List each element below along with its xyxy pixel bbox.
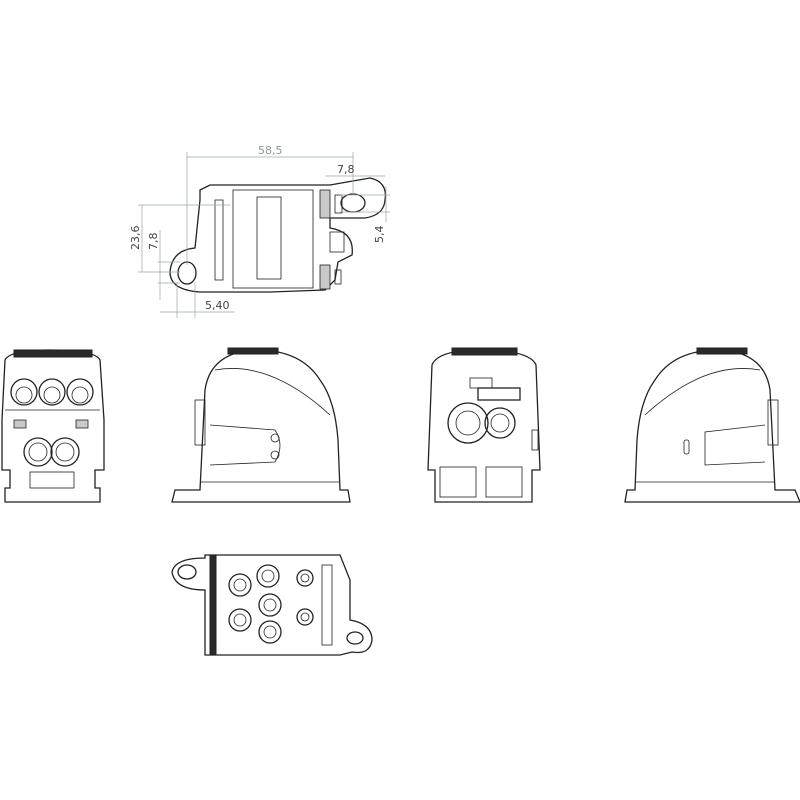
dim-right-hole-offset: 7,8 xyxy=(337,163,355,176)
dim-right-hole-height: 5,4 xyxy=(373,226,386,244)
dim-left-hole-width: 5,40 xyxy=(205,299,230,312)
dim-overall-length: 58,5 xyxy=(258,144,283,157)
rear-view xyxy=(427,347,541,503)
bottom-view xyxy=(171,554,373,656)
top-view: 58,5 7,8 5,4 23,6 7,8 5,40 xyxy=(129,144,390,318)
right-side-view xyxy=(624,347,800,503)
dim-overall-height: 23,6 xyxy=(129,226,142,251)
front-view xyxy=(1,349,105,503)
left-side-view xyxy=(171,347,351,503)
dim-left-hole-offset: 7,8 xyxy=(147,233,160,251)
